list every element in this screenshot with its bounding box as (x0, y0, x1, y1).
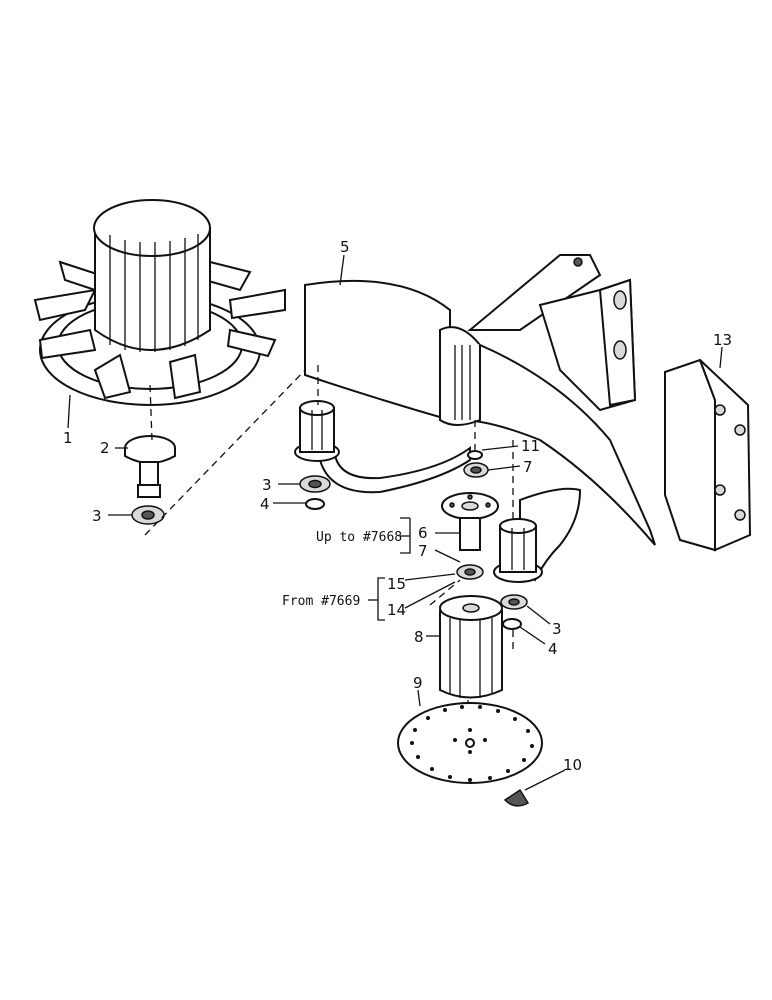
callout-3-right: 3 (552, 620, 562, 638)
version-bracket-up-to (400, 517, 461, 563)
hub-shaft-part (115, 435, 176, 498)
callout-4-right: 4 (548, 640, 558, 658)
callout-8: 8 (414, 628, 424, 646)
callout-4-middle: 4 (260, 495, 270, 513)
nut-part-7-lower (456, 564, 484, 580)
callout-3-middle: 3 (262, 476, 272, 494)
callout-2: 2 (100, 439, 110, 457)
vane-part-10 (503, 769, 566, 807)
callout-14: 14 (387, 601, 406, 619)
cylinder-hub-part-8 (426, 595, 503, 699)
callout-3-left: 3 (92, 507, 102, 525)
impeller-drum-part (33, 199, 286, 429)
spreader-housing-part (304, 254, 656, 582)
callout-6: 6 (418, 524, 428, 542)
callout-7-upper: 7 (523, 458, 533, 476)
callout-7-lower: 7 (418, 542, 428, 560)
note-from: From #7669 (282, 594, 360, 609)
callout-10: 10 (563, 756, 582, 774)
flange-bushing-part-6 (441, 492, 499, 551)
nut-part-7-upper (463, 462, 521, 478)
spinner-disc-part-9 (397, 689, 543, 784)
callout-1: 1 (63, 429, 73, 447)
callout-9: 9 (413, 674, 423, 692)
right-bearing-sleeve (493, 518, 543, 583)
washer-part-11 (467, 445, 519, 460)
nut-part-middle (278, 475, 331, 493)
callout-5: 5 (340, 238, 350, 256)
callout-13: 13 (713, 331, 732, 349)
note-up-to: Up to #7668 (316, 530, 402, 545)
bracket-plate-part-13 (664, 346, 752, 552)
washer-part-middle (273, 498, 325, 510)
washer-part-right (502, 618, 546, 645)
nut-part-right (500, 594, 551, 625)
callout-15: 15 (387, 575, 406, 593)
callout-11: 11 (521, 437, 540, 455)
nut-part-left (108, 505, 165, 525)
version-bracket-from (368, 573, 456, 621)
left-bearing-sleeve (294, 400, 340, 462)
